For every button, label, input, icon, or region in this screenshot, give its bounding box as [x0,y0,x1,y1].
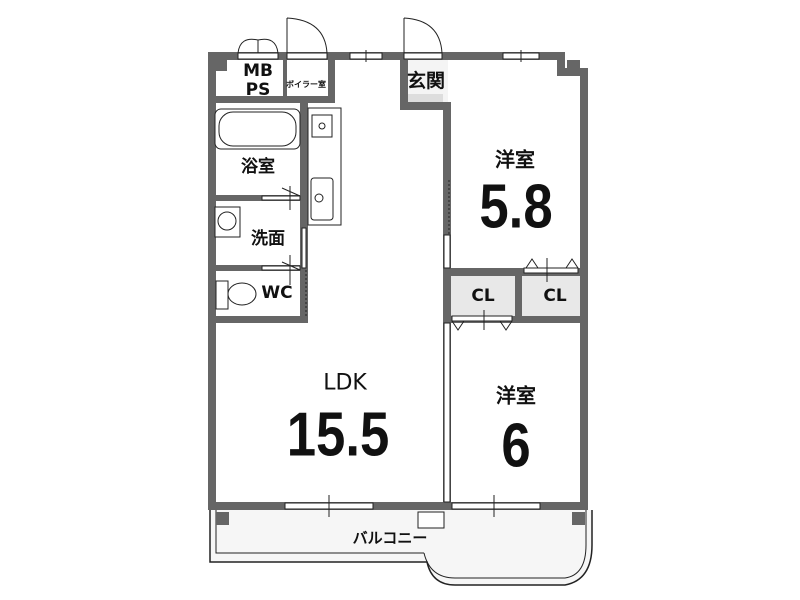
bath-label: 浴室 [241,157,275,178]
fixtures [214,107,342,310]
bedroom2-label: 洋室 [496,383,536,408]
toilet-tank [215,280,229,310]
ldk-size: 15.5 [286,400,390,470]
closet2-label: CL [543,286,567,307]
wc-label: WC [261,283,293,304]
closet1-label: CL [471,286,495,307]
closet2-floor [522,276,580,316]
closet1-floor [451,276,515,316]
door-swings [237,17,579,517]
balcony-label: バルコニー [352,529,428,548]
ldk-label: LDK [323,370,367,396]
bedroom1-label: 洋室 [495,147,535,172]
toilet-icon [227,282,257,306]
ps-label: PS [245,80,271,101]
bedroom2-size: 6 [501,411,531,481]
boiler-room-label: ボイラー室 [286,79,326,89]
washroom-label: 洗面 [251,229,285,250]
entrance-label: 玄関 [406,70,446,93]
bedroom1-size: 5.8 [479,172,553,242]
walls [208,52,588,510]
mb-label: MB [243,61,273,82]
balcony-outline [209,510,593,586]
